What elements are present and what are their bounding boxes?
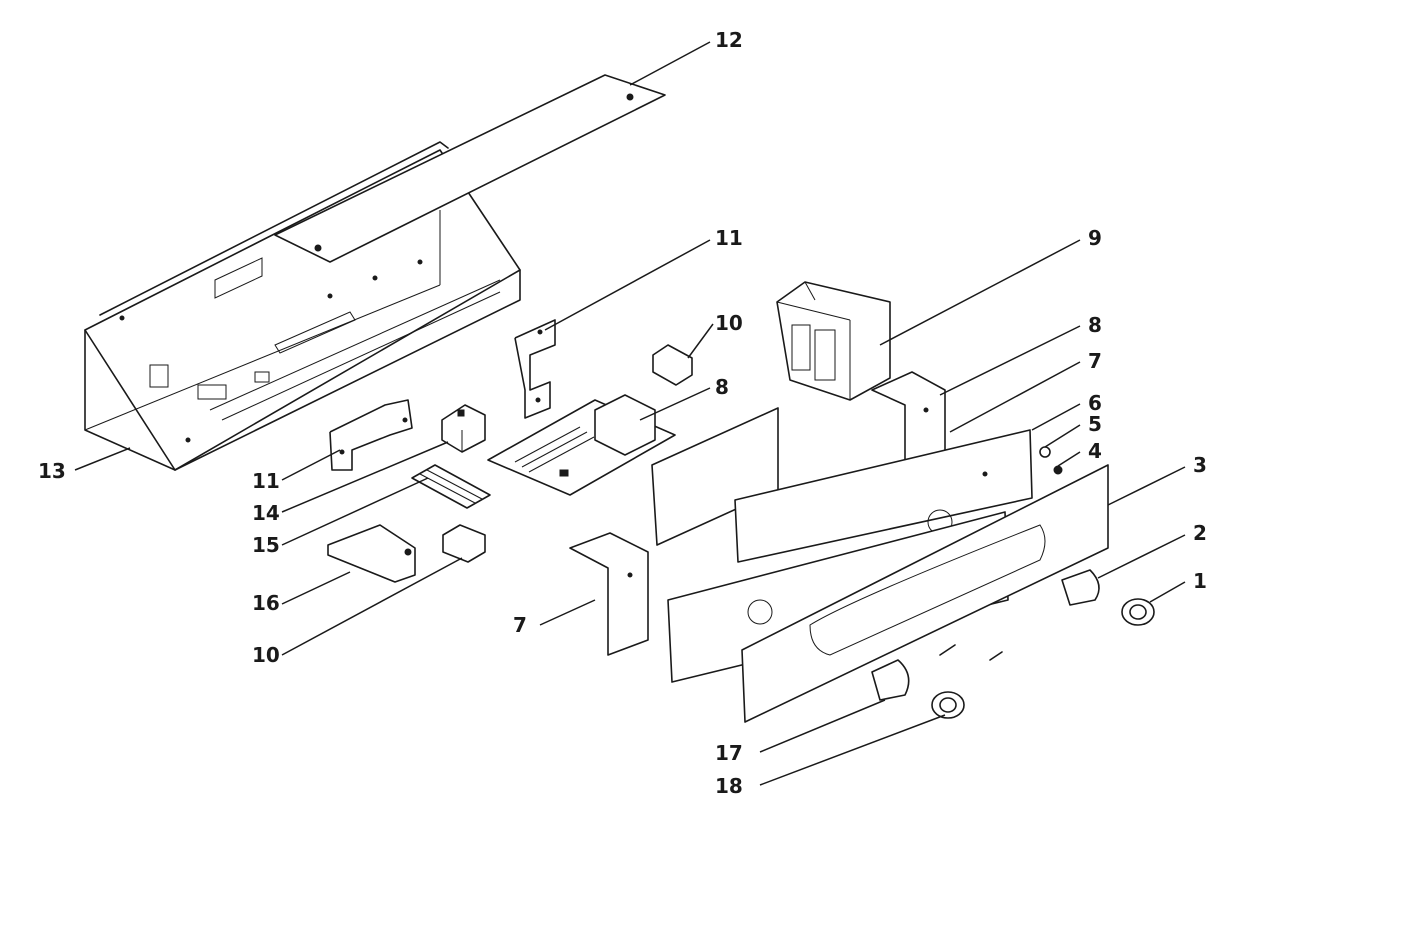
callout-7: 7 [1088, 349, 1102, 373]
part-front-fascia [741, 464, 1109, 723]
part-nut [1053, 465, 1063, 475]
callout-8: 8 [715, 375, 729, 399]
callout-12: 12 [715, 28, 743, 52]
callout-15: 15 [252, 533, 280, 557]
part-small-block-lower [442, 524, 486, 563]
callout-18: 18 [715, 774, 743, 798]
part-chassis-tray [84, 141, 521, 471]
part-knob-shaft [1061, 569, 1100, 606]
callout-9: 9 [1088, 226, 1102, 250]
callout-16: 16 [252, 591, 280, 615]
callout-4: 4 [1088, 439, 1102, 463]
callout-8: 8 [1088, 313, 1102, 337]
part-bracket-lower [329, 399, 413, 471]
part-angle-bracket-right [569, 532, 649, 656]
callout-6: 6 [1088, 391, 1102, 415]
part-knob-ring-lower [931, 691, 965, 719]
callout-10: 10 [715, 311, 743, 335]
part-terminal-strip [411, 464, 491, 509]
part-relay-box [327, 524, 416, 583]
callout-3: 3 [1193, 453, 1207, 477]
part-knob-shaft-lower [871, 644, 1003, 701]
callout-17: 17 [715, 741, 743, 765]
part-knob-ring [1121, 598, 1155, 626]
part-bracket-upper [514, 319, 556, 419]
callout-5: 5 [1088, 412, 1102, 436]
callout-14: 14 [252, 501, 280, 525]
callout-11: 11 [715, 226, 743, 250]
part-top-cover-plate [274, 74, 666, 263]
callout-11: 11 [252, 469, 280, 493]
part-front-mounting-plate [667, 511, 1009, 683]
part-washer [1039, 446, 1051, 458]
callout-1: 1 [1193, 569, 1207, 593]
callout-2: 2 [1193, 521, 1207, 545]
part-power-module [776, 281, 891, 401]
callout-labels: 12 11 9 10 8 8 7 6 5 4 3 2 1 13 11 14 15… [38, 28, 1207, 798]
callout-13: 13 [38, 459, 66, 483]
part-circuit-board [487, 394, 676, 496]
part-switch [441, 404, 486, 453]
part-small-block-upper [652, 344, 693, 386]
callout-10: 10 [252, 643, 280, 667]
leader-lines [74, 41, 1186, 786]
callout-7: 7 [513, 613, 527, 637]
